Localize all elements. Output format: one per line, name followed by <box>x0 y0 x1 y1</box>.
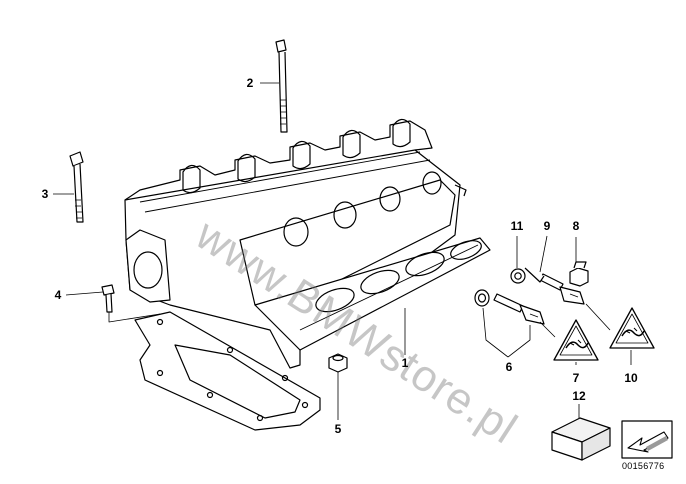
warning-label-10-illustration <box>609 307 655 349</box>
callout-9[interactable]: 9 <box>543 219 551 233</box>
callout-4[interactable]: 4 <box>54 288 62 302</box>
document-number: 00156776 <box>622 461 665 471</box>
callout-7[interactable]: 7 <box>572 371 580 385</box>
temperature-sensor-illustration <box>474 289 545 325</box>
cylinder-head-illustration <box>124 118 491 369</box>
package-box-illustration <box>551 417 611 461</box>
head-bolt-long-illustration <box>275 39 288 133</box>
screw-illustration <box>101 284 115 313</box>
screw-plug-illustration <box>569 261 589 287</box>
callout-3[interactable]: 3 <box>41 187 49 201</box>
leader-lines <box>53 82 632 420</box>
callout-10[interactable]: 10 <box>624 371 638 385</box>
arrow-icon <box>621 420 673 459</box>
callout-11[interactable]: 11 <box>510 219 524 233</box>
seal-ring-illustration <box>510 268 526 284</box>
head-bolt-side-illustration <box>69 151 84 223</box>
callout-2[interactable]: 2 <box>246 76 254 90</box>
callout-5[interactable]: 5 <box>334 422 342 436</box>
nut-illustration <box>328 353 348 373</box>
gasket-illustration <box>134 311 321 431</box>
callout-12[interactable]: 12 <box>572 389 586 403</box>
warning-label-7-illustration <box>553 319 599 361</box>
sensor-illustration <box>524 267 585 305</box>
callout-1[interactable]: 1 <box>401 356 409 370</box>
callout-8[interactable]: 8 <box>572 219 580 233</box>
callout-6[interactable]: 6 <box>505 360 513 374</box>
